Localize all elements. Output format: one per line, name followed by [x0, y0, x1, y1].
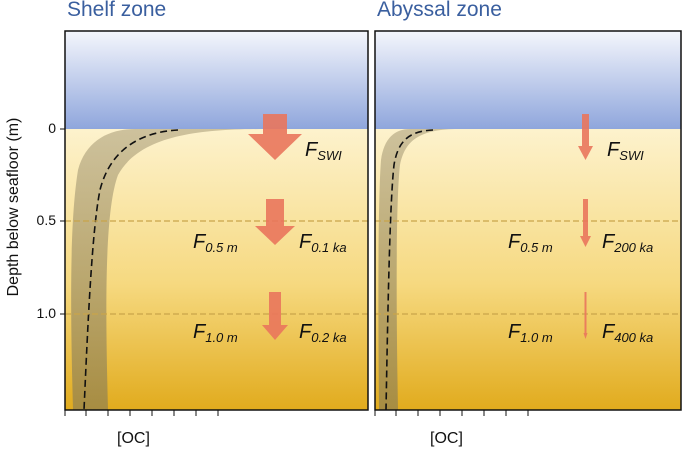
shelf-x-ticks — [64, 410, 219, 416]
abyssal-x-axis-label: [OC] — [430, 430, 463, 447]
y-tick-1.0: 1.0 — [36, 305, 56, 321]
shelf-flux-0.5m-label: F0.5 m — [193, 231, 238, 255]
abyssal-flux-1.0m-label: F1.0 m — [508, 321, 553, 345]
abyssal-arrow-0.5 — [580, 199, 591, 247]
shelf-arrow-1.0 — [262, 292, 288, 340]
shelf-arrow-swi — [248, 114, 302, 160]
shelf-panel — [60, 30, 369, 416]
shelf-arrow-0.5 — [255, 199, 295, 245]
abyssal-water — [375, 31, 681, 129]
abyssal-sediment — [375, 129, 681, 410]
shelf-flux-0.2ka-label: F0.2 ka — [299, 321, 347, 345]
y-axis-label: Depth below seafloor (m) — [5, 117, 22, 297]
abyssal-oc-curve — [385, 129, 434, 411]
shelf-flux-0.1ka-label: F0.1 ka — [299, 231, 347, 255]
abyssal-title: Abyssal zone — [377, 0, 502, 21]
abyssal-flux-200ka-label: F200 ka — [602, 231, 654, 255]
shelf-title: Shelf zone — [67, 0, 167, 21]
abyssal-oc-band — [378, 129, 455, 410]
shelf-x-axis-label: [OC] — [117, 430, 150, 447]
abyssal-x-ticks — [374, 410, 529, 416]
shelf-oc-band — [71, 129, 266, 410]
abyssal-flux-swi-label: FSWI — [607, 139, 644, 163]
abyssal-arrow-1.0 — [583, 292, 588, 339]
abyssal-flux-400ka-label: F400 ka — [602, 321, 654, 345]
shelf-water — [65, 31, 368, 129]
shelf-flux-1.0m-label: F1.0 m — [193, 321, 238, 345]
abyssal-panel — [374, 30, 682, 416]
y-tick-0: 0 — [48, 120, 56, 136]
abyssal-arrow-swi — [578, 114, 593, 160]
y-tick-0.5: 0.5 — [36, 212, 56, 228]
abyssal-flux-0.5m-label: F0.5 m — [508, 231, 553, 255]
shelf-oc-curve — [83, 129, 179, 411]
y-axis-ticks — [60, 128, 65, 315]
shelf-flux-swi-label: FSWI — [305, 139, 342, 163]
